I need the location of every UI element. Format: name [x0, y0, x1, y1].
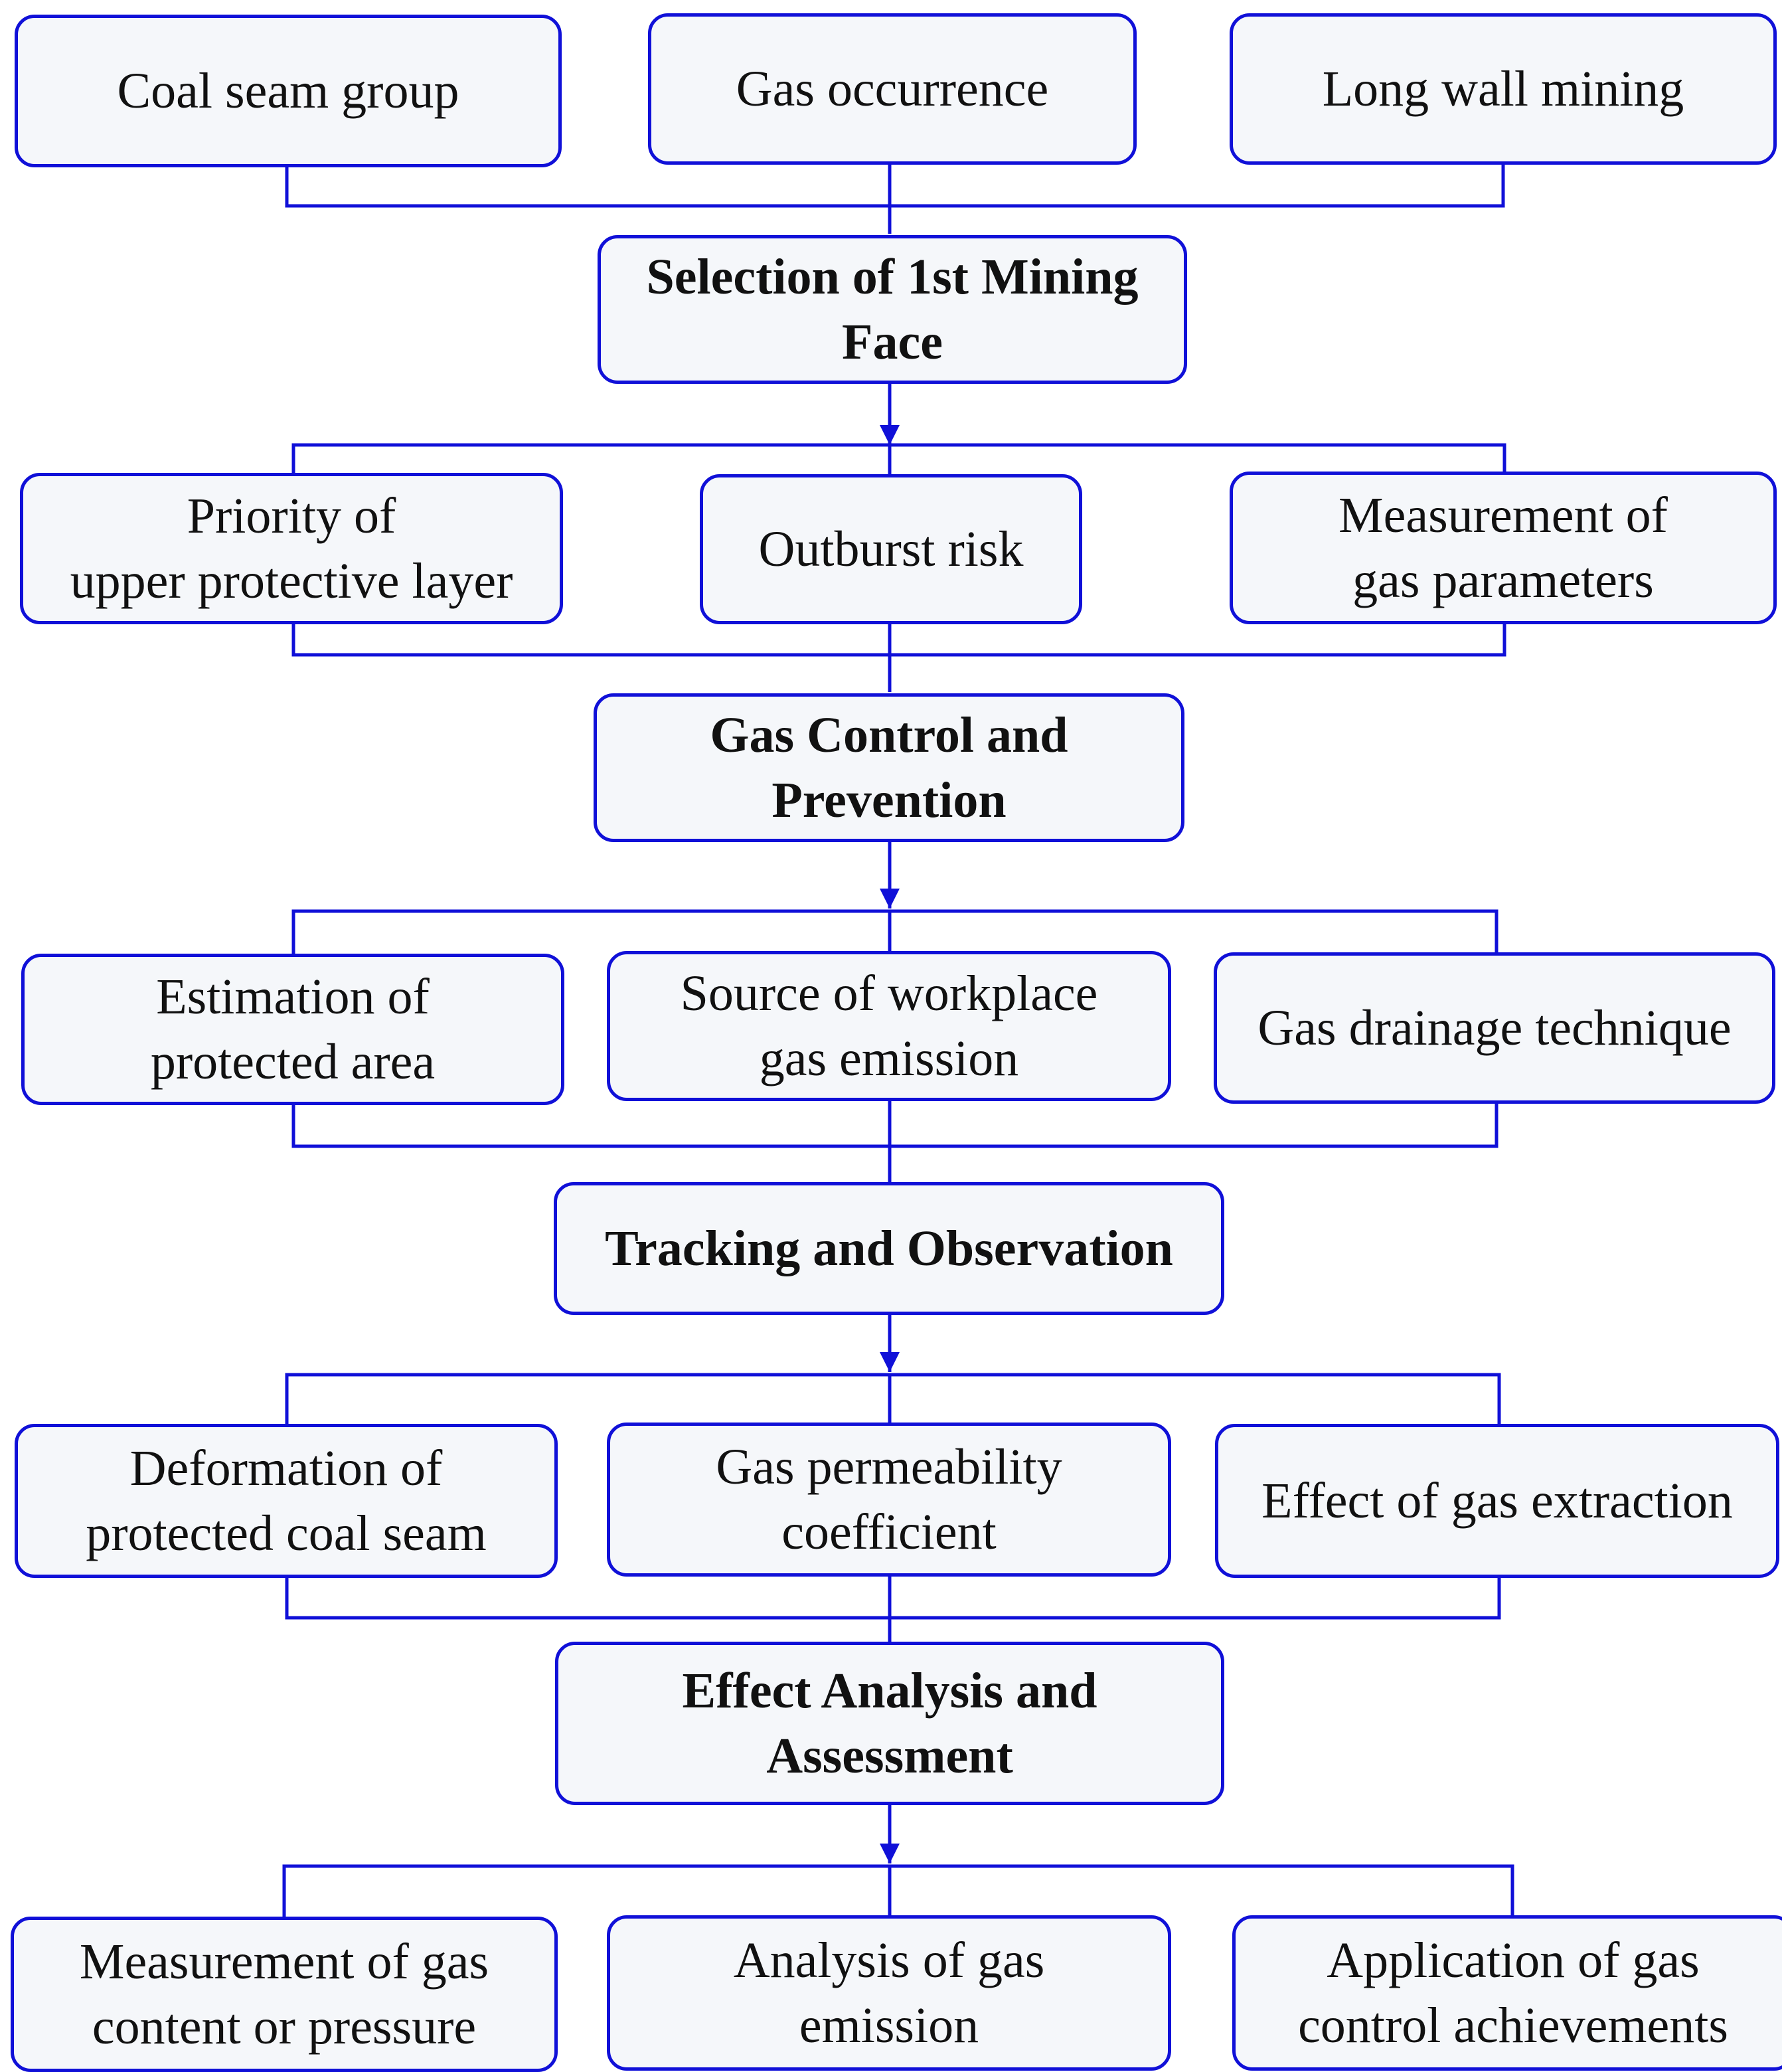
workplace-gas-emission-source-box: Source of workplace gas emission — [607, 951, 1171, 1101]
upper-protective-layer-priority-box: Priority of upper protective layer — [20, 473, 563, 624]
gas-control-and-prevention-box: Gas Control and Prevention — [594, 693, 1184, 842]
gas-extraction-effect-box: Effect of gas extraction — [1215, 1424, 1779, 1578]
effect-analysis-and-assessment-box: Effect Analysis and Assessment — [555, 1642, 1224, 1805]
gas-occurrence-box: Gas occurrence — [648, 13, 1137, 165]
outburst-risk-box: Outburst risk — [700, 474, 1082, 624]
split-connector-1 — [291, 443, 1506, 473]
gas-drainage-technique-box: Gas drainage technique — [1214, 952, 1775, 1104]
coal-seam-group-box: Coal seam group — [15, 15, 562, 167]
merge-connector-1 — [285, 163, 1505, 208]
gas-control-achievements-application-box: Application of gas control achievements — [1232, 1915, 1782, 2071]
selection-of-first-mining-face-box: Selection of 1st Mining Face — [598, 235, 1187, 384]
protected-area-estimation-box: Estimation of protected area — [21, 954, 564, 1105]
protected-coal-seam-deformation-box: Deformation of protected coal seam — [15, 1424, 558, 1578]
gas-emission-analysis-box: Analysis of gas emission — [607, 1915, 1171, 2071]
gas-content-or-pressure-measurement-box: Measurement of gas content or pressure — [11, 1917, 558, 2072]
gas-permeability-coefficient-box: Gas permeability coefficient — [607, 1423, 1171, 1577]
split-connector-3 — [285, 1373, 1501, 1425]
gas-parameters-measurement-box: Measurement of gas parameters — [1230, 472, 1777, 624]
split-connector-4 — [282, 1864, 1514, 1918]
long-wall-mining-box: Long wall mining — [1230, 13, 1777, 165]
tracking-and-observation-box: Tracking and Observation — [554, 1182, 1224, 1315]
merge-connector-3 — [291, 1102, 1498, 1148]
merge-connector-2 — [291, 623, 1506, 657]
split-connector-2 — [291, 909, 1498, 955]
merge-connector-4 — [285, 1577, 1501, 1620]
